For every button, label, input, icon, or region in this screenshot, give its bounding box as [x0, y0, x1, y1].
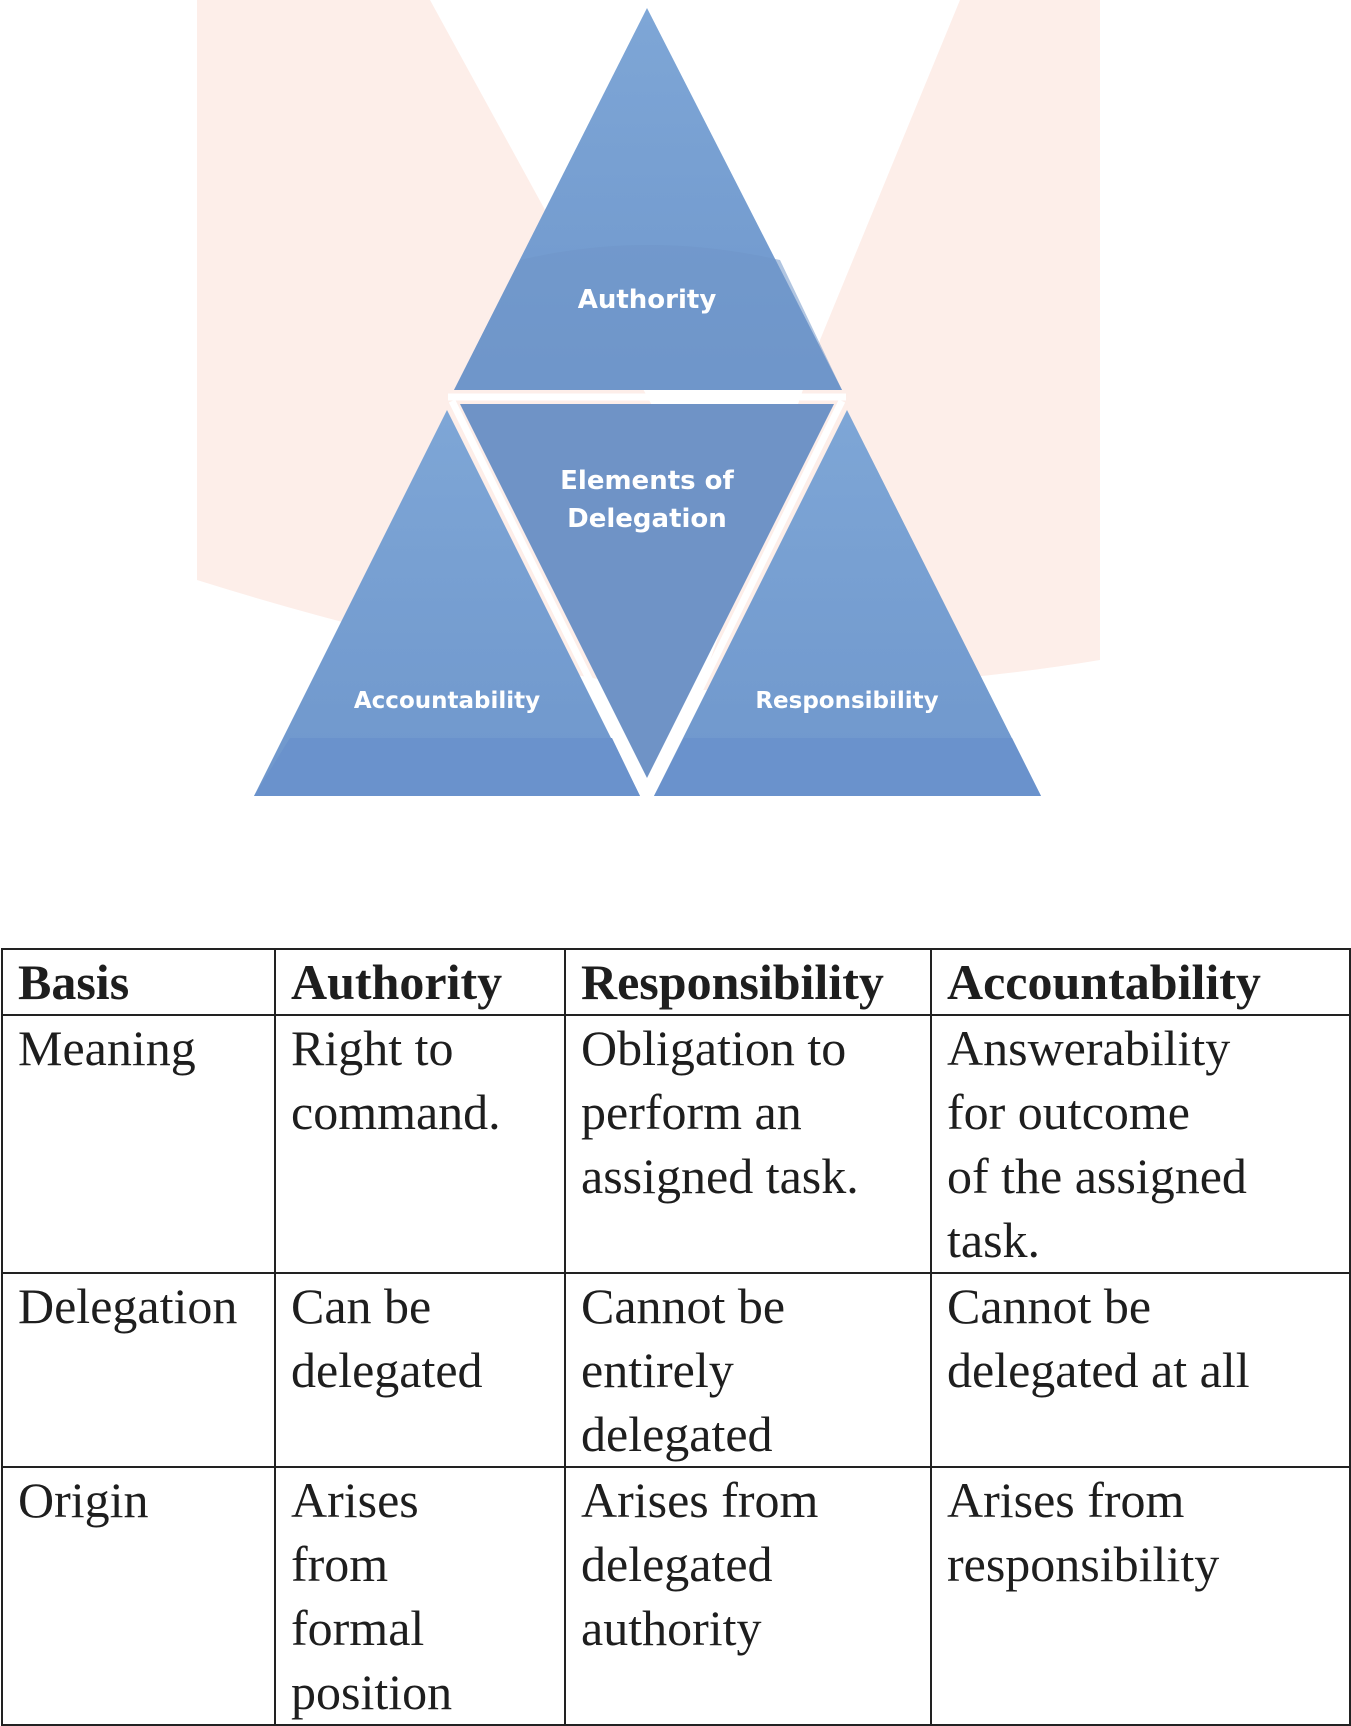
cell-line: Cannot be — [947, 1278, 1152, 1334]
cell-line: delegated — [291, 1342, 483, 1398]
table-row-meaning: Meaning Right to command. Obligation to … — [1, 1014, 1351, 1274]
cell-basis: Origin — [1, 1466, 276, 1726]
cell-line: of the assigned — [947, 1148, 1247, 1204]
cell-responsibility: Obligation to perform an assigned task. — [564, 1014, 932, 1274]
center-label-line-2: Delegation — [567, 504, 727, 534]
cell-line: Answerability — [947, 1020, 1231, 1076]
triangle-dividers — [448, 393, 846, 798]
cell-authority: Can be delegated — [274, 1272, 566, 1468]
cell-line: task. — [947, 1212, 1041, 1268]
cell-accountability: Cannot be delegated at all — [930, 1272, 1351, 1468]
cell-line: Arises — [291, 1472, 419, 1528]
cell-line: command. — [291, 1084, 501, 1140]
cell-authority: Right to command. — [274, 1014, 566, 1274]
table-row-delegation: Delegation Can be delegated Cannot be en… — [1, 1272, 1351, 1468]
cell-line: entirely — [581, 1342, 734, 1398]
center-label-line-1: Elements of — [560, 466, 734, 496]
cell-line: authority — [581, 1600, 762, 1656]
cell-responsibility: Arises from delegated authority — [564, 1466, 932, 1726]
delegation-pyramid-diagram: Authority Elements of Delegation Account… — [197, 0, 1100, 798]
triangle-elements-of-delegation: Elements of Delegation — [460, 404, 834, 778]
triangle-accountability: Accountability — [254, 410, 640, 796]
triangle-responsibility: Responsibility — [654, 410, 1041, 796]
cell-line: Meaning — [18, 1020, 196, 1076]
cell-line: Arises from — [947, 1472, 1185, 1528]
cell-line: position — [291, 1664, 453, 1720]
cell-accountability: Arises from responsibility — [930, 1466, 1351, 1726]
header-authority: Authority — [274, 948, 566, 1016]
table-header-row: Basis Authority Responsibility Accountab… — [1, 948, 1351, 1016]
cell-basis: Meaning — [1, 1014, 276, 1274]
cell-responsibility: Cannot be entirely delegated — [564, 1272, 932, 1468]
header-responsibility: Responsibility — [564, 948, 932, 1016]
authority-label: Authority — [578, 285, 717, 315]
cell-accountability: Answerability for outcome of the assigne… — [930, 1014, 1351, 1274]
cell-line: Right to — [291, 1020, 454, 1076]
cell-line: Arises from — [581, 1472, 819, 1528]
header-basis: Basis — [1, 948, 276, 1016]
header-accountability: Accountability — [930, 948, 1351, 1016]
cell-basis: Delegation — [1, 1272, 276, 1468]
comparison-table: Basis Authority Responsibility Accountab… — [1, 948, 1351, 1726]
cell-line: Can be — [291, 1278, 432, 1334]
table-row-origin: Origin Arises from formal position Arise… — [1, 1466, 1351, 1726]
cell-line: formal — [291, 1600, 425, 1656]
cell-line: Obligation to — [581, 1020, 847, 1076]
cell-line: responsibility — [947, 1536, 1220, 1592]
cell-line: delegated — [581, 1406, 773, 1462]
cell-line: Cannot be — [581, 1278, 786, 1334]
cell-line: from — [291, 1536, 389, 1592]
accountability-label: Accountability — [354, 688, 540, 714]
cell-line: Delegation — [18, 1278, 238, 1334]
triangle-authority: Authority — [454, 8, 842, 390]
cell-line: delegated — [581, 1536, 773, 1592]
cell-line: Origin — [18, 1472, 149, 1528]
cell-authority: Arises from formal position — [274, 1466, 566, 1726]
cell-line: for outcome — [947, 1084, 1190, 1140]
cell-line: assigned task. — [581, 1148, 859, 1204]
responsibility-label: Responsibility — [755, 688, 938, 714]
cell-line: delegated at all — [947, 1342, 1250, 1398]
cell-line: perform an — [581, 1084, 802, 1140]
